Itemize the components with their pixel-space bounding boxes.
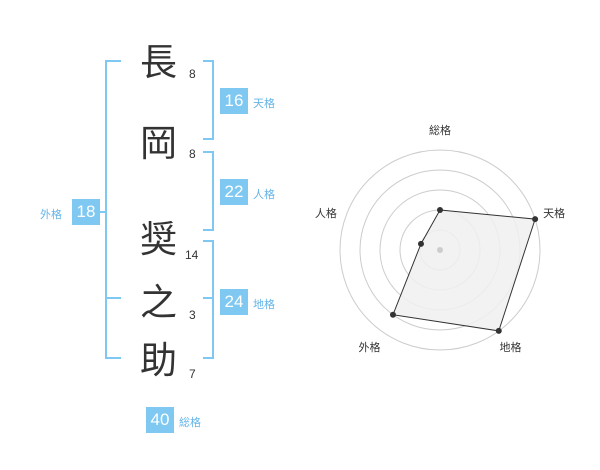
- jinkaku-label: 人格: [253, 188, 275, 201]
- radar-data-points: [389, 207, 539, 334]
- gaikaku-bracket-top: [105, 60, 121, 62]
- jinkaku-bracket-top: [203, 151, 214, 153]
- jinkaku-value-badge: 22: [220, 179, 248, 205]
- stroke-count-4: 3: [189, 308, 196, 322]
- gaikaku-label: 外格: [40, 208, 62, 221]
- chikaku-bracket-bottom: [203, 357, 214, 359]
- tenkaku-bracket-top: [203, 60, 214, 62]
- chikaku-value-badge: 24: [220, 289, 248, 315]
- jinkaku-bracket-vertical: [212, 151, 214, 231]
- stroke-count-5: 7: [189, 367, 196, 381]
- chikaku-bracket-top: [203, 240, 214, 242]
- gaikaku-bracket-vertical: [105, 60, 107, 359]
- radar-point-4: [389, 311, 396, 318]
- radar-point-3: [495, 327, 502, 334]
- stroke-count-1: 8: [189, 67, 196, 81]
- chikaku-bracket-middle: [203, 297, 214, 299]
- jinkaku-bracket-bottom: [203, 229, 214, 231]
- gaikaku-value-badge: 18: [72, 199, 100, 225]
- radar-axis-label-2: 天格: [543, 206, 565, 220]
- gaikaku-bracket-middle: [105, 297, 121, 299]
- name-char-4: 之: [140, 281, 177, 324]
- gaikaku-bracket-bottom: [105, 357, 121, 359]
- radar-axis-label-3: 地格: [500, 340, 522, 354]
- stroke-count-2: 8: [189, 147, 196, 161]
- radar-center-dot: [437, 247, 443, 253]
- gaikaku-connector: [100, 211, 106, 213]
- radar-axis-label-4: 外格: [358, 340, 380, 354]
- radar-point-2: [532, 216, 539, 223]
- name-char-5: 助: [140, 339, 177, 382]
- radar-data-area: [392, 209, 536, 332]
- soukaku-label: 総格: [179, 416, 201, 429]
- tenkaku-bracket-vertical: [212, 60, 214, 140]
- radar-point-5: [417, 240, 424, 247]
- name-char-1: 長: [140, 41, 177, 84]
- tenkaku-bracket-bottom: [203, 138, 214, 140]
- tenkaku-value-badge: 16: [220, 88, 248, 114]
- radar-axis-label-5: 人格: [315, 206, 337, 220]
- radar-grid-ring: [339, 149, 541, 351]
- radar-point-1: [437, 207, 443, 213]
- tenkaku-label: 天格: [253, 97, 275, 110]
- soukaku-value-badge: 40: [146, 407, 174, 433]
- stroke-count-3: 14: [185, 248, 199, 262]
- chikaku-bracket-vertical: [212, 240, 214, 359]
- name-char-3: 奨: [140, 218, 177, 261]
- radar-axis-label-1: 総格: [429, 123, 451, 137]
- name-char-2: 岡: [140, 122, 177, 165]
- chikaku-label: 地格: [253, 298, 275, 311]
